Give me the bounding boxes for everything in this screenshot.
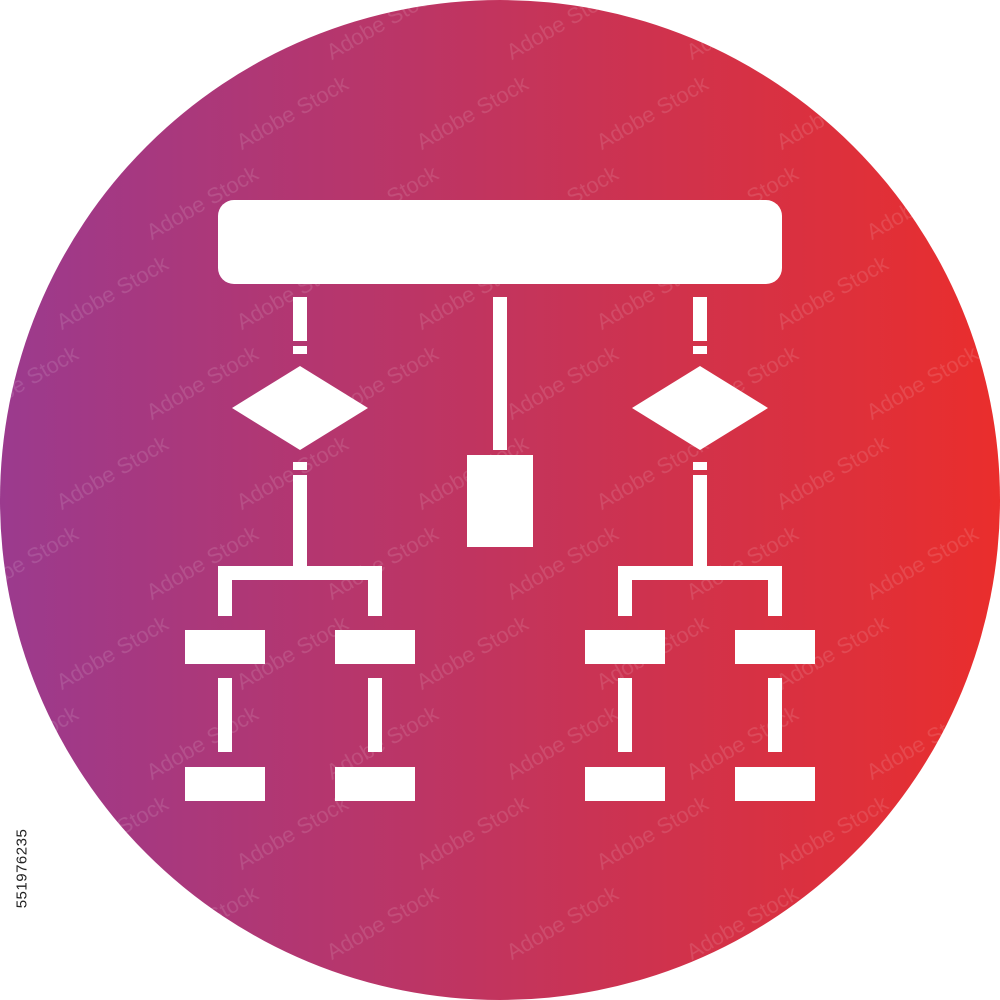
right-connector-top xyxy=(693,297,707,341)
right-split-leg-1 xyxy=(618,566,632,616)
left-box-1 xyxy=(185,630,265,664)
stock-id-label: 551976235 xyxy=(12,768,32,968)
stock-id-text: 551976235 xyxy=(13,828,31,908)
left-connector-top xyxy=(293,297,307,341)
left-split-leg-2 xyxy=(368,566,382,616)
left-connector-bottom xyxy=(293,346,307,354)
right-link-1 xyxy=(618,678,632,752)
left-stem xyxy=(293,475,307,566)
center-connector xyxy=(493,297,507,450)
left-split-leg-1 xyxy=(218,566,232,616)
left-link-2 xyxy=(368,678,382,752)
right-box-3 xyxy=(585,767,665,801)
left-box-3 xyxy=(185,767,265,801)
right-split-bar xyxy=(618,566,782,580)
left-split-bar xyxy=(218,566,382,580)
right-split-leg-2 xyxy=(768,566,782,616)
left-stem-upper xyxy=(293,462,307,470)
center-process-box xyxy=(467,455,533,547)
flowchart-top-bar xyxy=(218,200,782,284)
right-stem-upper xyxy=(693,462,707,470)
left-link-1 xyxy=(218,678,232,752)
right-decision-diamond xyxy=(632,366,768,450)
left-box-2 xyxy=(335,630,415,664)
right-box-4 xyxy=(735,767,815,801)
left-box-4 xyxy=(335,767,415,801)
right-box-2 xyxy=(735,630,815,664)
right-stem xyxy=(693,475,707,566)
right-link-2 xyxy=(768,678,782,752)
right-connector-bottom xyxy=(693,346,707,354)
right-box-1 xyxy=(585,630,665,664)
left-decision-diamond xyxy=(232,366,368,450)
